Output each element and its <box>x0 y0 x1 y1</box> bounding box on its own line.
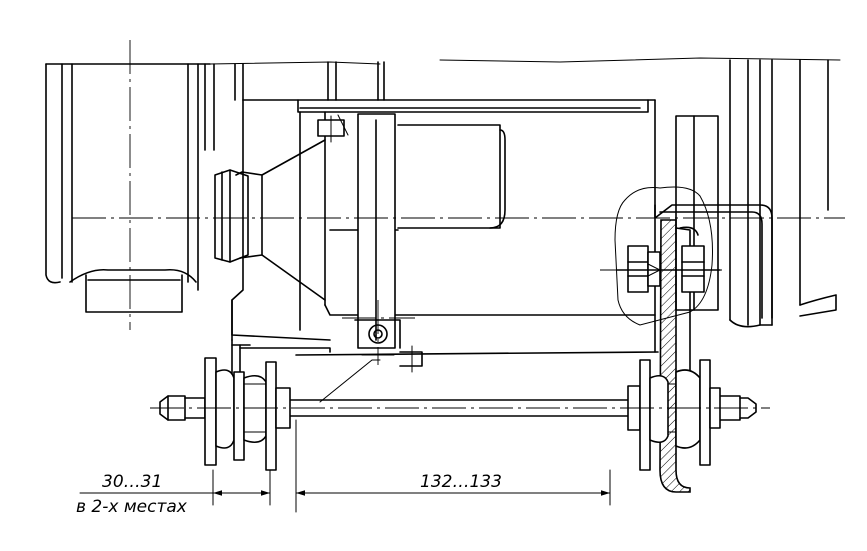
dimension-span-value: 132…133 <box>420 472 502 492</box>
starter-motor <box>214 99 656 373</box>
dimension-gap-note: в 2-х местах <box>76 497 188 517</box>
center-lines <box>72 40 845 409</box>
left-support <box>231 339 659 403</box>
tie-rod <box>159 357 757 471</box>
dimension-gap: 30…31 в 2-х местах <box>76 469 271 517</box>
engine-block <box>45 61 385 313</box>
dimension-gap-value: 30…31 <box>102 472 162 492</box>
dimension-span: 132…133 <box>295 419 611 513</box>
